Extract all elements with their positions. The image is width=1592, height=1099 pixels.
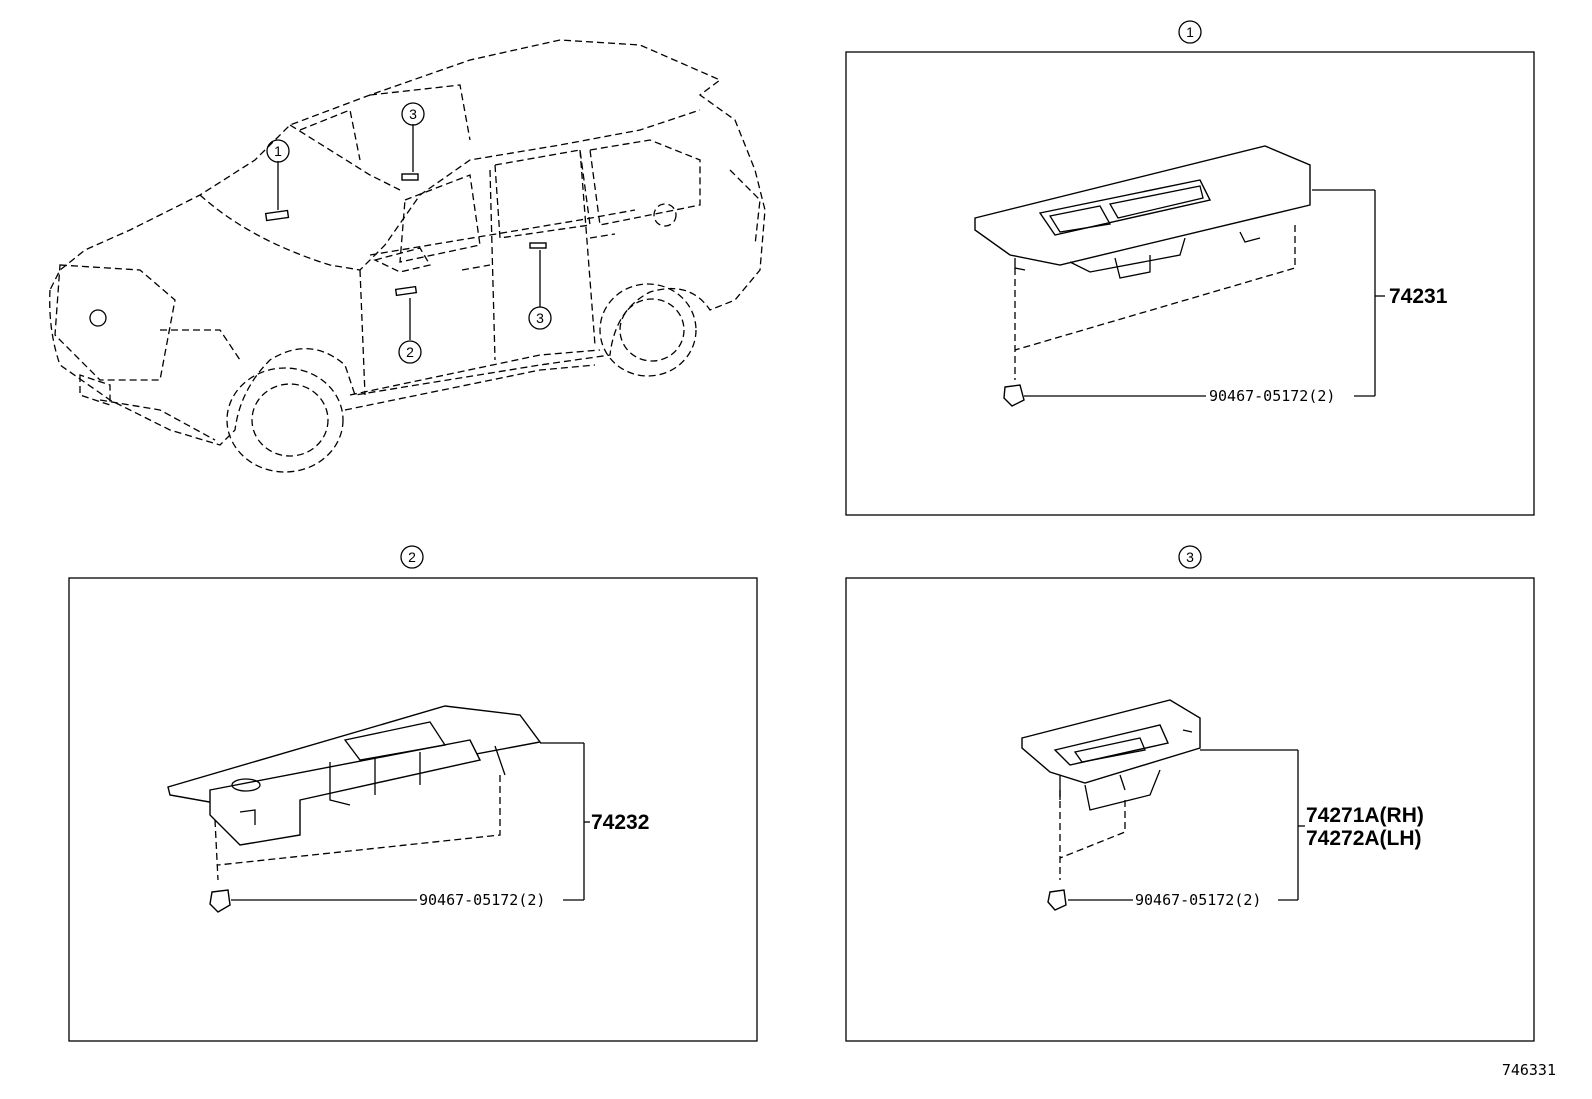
diagram-reference-code: 746331: [1502, 1061, 1556, 1079]
part-number-74272A-LH: 74272A(LH): [1306, 827, 1422, 850]
clip-panel-2: [209, 889, 231, 913]
panel-2-callout: 2: [408, 549, 416, 565]
switch-74232: [167, 705, 542, 846]
part-number-74271A-RH: 74271A(RH): [1306, 804, 1424, 827]
panel-2: 2 74232 90467-05172(2): [68, 545, 758, 1042]
callout-1-vehicle: 1: [274, 143, 282, 159]
panel-3-callout: 3: [1186, 549, 1194, 565]
panel-1: 1 74231 90467-05172(2): [845, 20, 1535, 516]
clip-panel-3: [1047, 889, 1067, 911]
clip-number-panel-1: 90467-05172(2): [1209, 387, 1335, 405]
clip-number-panel-3: 90467-05172(2): [1135, 891, 1261, 909]
part-number-74231: 74231: [1389, 285, 1448, 308]
part-number-74232: 74232: [591, 811, 649, 834]
switch-74271A-74272A: [1021, 699, 1201, 811]
callout-2-vehicle: 2: [406, 344, 414, 360]
master-switch-74231: [974, 145, 1311, 279]
callout-3-vehicle-lower: 3: [536, 310, 544, 326]
panel-1-frame: [845, 51, 1535, 516]
callout-3-vehicle-upper: 3: [409, 106, 417, 122]
panel-3: 3 74271A(RH) 74272A(LH) 90467-05172(2): [845, 545, 1535, 1042]
clip-number-panel-2: 90467-05172(2): [419, 891, 545, 909]
vehicle-overview: 1 3 2 3: [49, 39, 766, 473]
panel-2-frame: [68, 577, 758, 1042]
panel-1-callout: 1: [1186, 24, 1194, 40]
panel-3-frame: [845, 577, 1535, 1042]
clip-panel-1: [1003, 384, 1025, 407]
